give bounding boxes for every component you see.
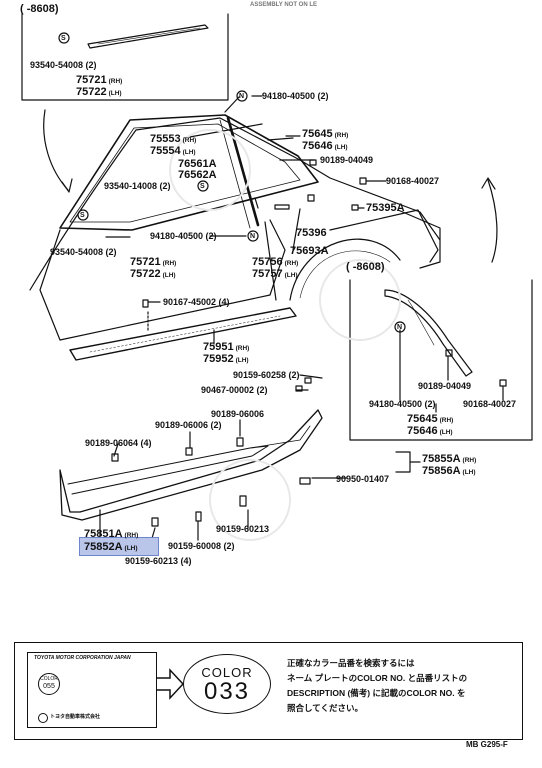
label-90189-04049: 90189-04049 [320,155,374,165]
part-number: 75721 [76,74,107,86]
inset-right-note: ( -8608) [346,261,385,273]
label-75721-75722-mid: 75721(RH) 75722(LH) [130,257,176,281]
color-note-text: 正確なカラー品番を検索するには ネーム プレートのCOLOR NO. と品番リス… [287,656,467,716]
part-number: 75851A [84,528,123,540]
part-number: 76562A [178,169,217,181]
label-90168-40027: 90168-40027 [386,176,440,186]
plate-logo-icon [38,713,48,723]
part-number: 75952 [203,353,234,365]
side-lh: (LH) [124,545,138,552]
part-number: 75553 [150,133,181,145]
part-number: 75722 [130,268,161,280]
color-code-oval: COLOR 033 [183,654,271,714]
side-rh: (RH) [182,137,197,144]
part-number: 75856A [422,465,461,477]
label-75395A: 75395A [366,202,405,214]
inset-top-left-note: ( -8608) [20,3,59,15]
part-number: 75645 [407,413,438,425]
side-rh: (RH) [108,78,123,85]
label-90168-40027-inset: 90168-40027 [463,399,517,409]
label-75851A-75852A: 75851A(RH) 75852A(LH) [84,529,138,554]
label-75645-75646: 75645(RH) 75646(LH) [302,129,348,153]
part-number: 75757 [252,268,283,280]
stitch-mark-s: S [61,35,66,42]
side-rh: (RH) [162,260,177,267]
part-number: 75554 [150,145,181,157]
label-75693A: 75693A [290,245,329,257]
part-number: 75645 [302,128,333,140]
side-rh: (RH) [235,345,250,352]
side-lh: (LH) [439,429,453,436]
side-lh: (LH) [182,149,196,156]
color-note-line-2: ネーム プレートのCOLOR NO. と品番リストの [287,673,468,683]
side-lh: (LH) [108,90,122,97]
label-75721-75722-top: 75721(RH) 75722(LH) [76,75,122,99]
label-90189-04049-inset: 90189-04049 [418,381,472,391]
label-90189-06006-b: 90189-06006 (2) [155,420,222,430]
color-oval-word: COLOR [201,665,253,680]
label-90159-60213-a: 90159-60213 [216,524,270,534]
label-90950-01407: 90950-01407 [336,474,390,484]
part-number: 75951 [203,341,234,353]
plate-color-code: 055 [43,683,55,690]
label-94180-40500-mid: 94180-40500 (2) [150,231,217,241]
top-scribble: ASSEMBLY NOT ON LE [250,2,318,8]
label-75951-75952: 75951(RH) 75952(LH) [203,342,249,366]
stitch-mark-n: N [250,233,256,240]
label-90159-60258: 90159-60258 (2) [233,370,300,380]
label-90467-00002: 90467-00002 (2) [201,385,268,395]
plate-company: トヨタ自動車株式会社 [50,714,101,720]
color-note-line-3: DESCRIPTION (備考) に記載のCOLOR NO. を [287,688,466,698]
side-rh: (RH) [334,132,349,139]
stitch-mark-n: N [239,93,245,100]
label-94180-40500-top: 94180-40500 (2) [262,91,329,101]
label-90167-45002: 90167-45002 (4) [163,297,230,307]
stitch-mark-s: S [80,212,85,219]
plate-color-circle: COLOR 055 [38,673,60,695]
part-number: 76561A [178,158,217,170]
color-note-line-1: 正確なカラー品番を検索するには [287,658,415,668]
label-75553-75554: 75553(RH) 75554(LH) [150,134,196,158]
color-note-line-4: 照合してください。 [287,703,363,713]
plate-color-word: COLOR [40,676,58,682]
label-90159-60008: 90159-60008 (2) [168,541,235,551]
label-93540-14008: 93540-14008 (2) [104,181,171,191]
color-oval-code: 033 [203,678,251,705]
part-number[interactable]: 75852A [84,541,123,553]
label-75396: 75396 [296,227,327,239]
part-number: 75756 [252,256,283,268]
part-number: 75855A [422,453,461,465]
label-90189-06064: 90189-06064 (4) [85,438,152,448]
label-75645-75646-inset: 75645(RH) 75646(LH) [407,414,453,438]
diagram-code: MB G295-F [466,740,508,749]
side-lh: (LH) [235,357,249,364]
label-90159-60213-b: 90159-60213 (4) [125,556,192,566]
stitch-mark-n: N [397,324,403,331]
label-75756-75757: 75756(RH) 75757(LH) [252,257,298,281]
name-plate-illustration: TOYOTA MOTOR CORPORATION JAPAN COLOR 055… [27,652,157,728]
label-76561A-76562A: 76561A 76562A [178,159,217,181]
side-lh: (LH) [162,272,176,279]
plate-title: TOYOTA MOTOR CORPORATION JAPAN [34,655,131,661]
label-93540-54008-top: 93540-54008 (2) [30,60,97,70]
color-note-box [14,642,523,740]
part-number: 75646 [407,425,438,437]
side-rh: (RH) [284,260,299,267]
side-rh: (RH) [124,532,139,539]
stitch-mark-s: S [200,183,205,190]
part-number: 75646 [302,140,333,152]
side-lh: (LH) [334,144,348,151]
label-94180-40500-inset: 94180-40500 (2) [369,399,436,409]
side-rh: (RH) [462,457,477,464]
label-75855A-75856A: 75855A(RH) 75856A(LH) [422,454,476,478]
part-number: 75721 [130,256,161,268]
side-rh: (RH) [439,417,454,424]
part-number: 75722 [76,86,107,98]
side-lh: (LH) [462,469,476,476]
label-90189-06006-a: 90189-06006 [211,409,265,419]
label-93540-54008-mid: 93540-54008 (2) [50,247,117,257]
highlight-75852A [79,537,159,556]
side-lh: (LH) [284,272,298,279]
